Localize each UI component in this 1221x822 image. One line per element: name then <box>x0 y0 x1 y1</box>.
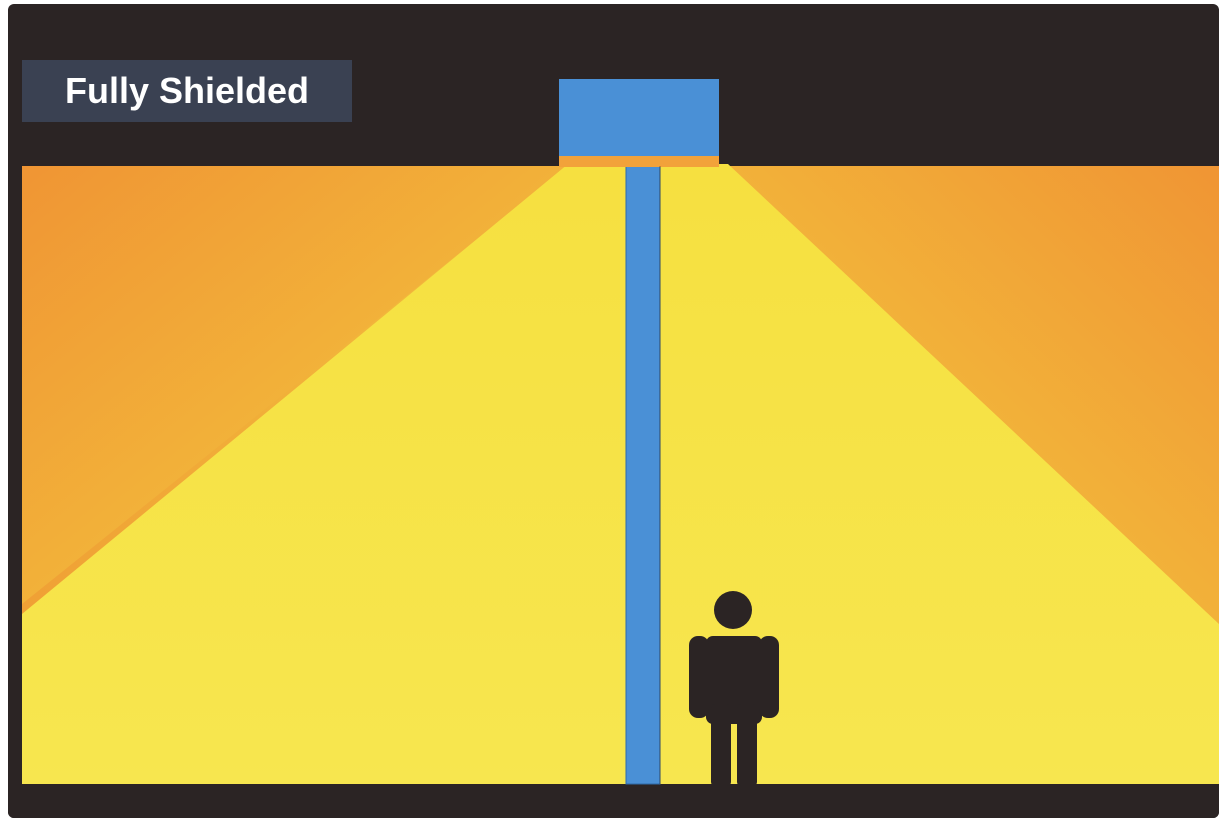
pole <box>626 166 660 784</box>
fully-shielded-fixture-icon <box>559 79 719 167</box>
title-text: Fully Shielded <box>65 70 309 112</box>
lighting-scene <box>8 4 1219 818</box>
title-label: Fully Shielded <box>22 60 352 122</box>
diagram-frame: Fully Shielded <box>8 4 1219 818</box>
ground <box>8 784 1219 818</box>
